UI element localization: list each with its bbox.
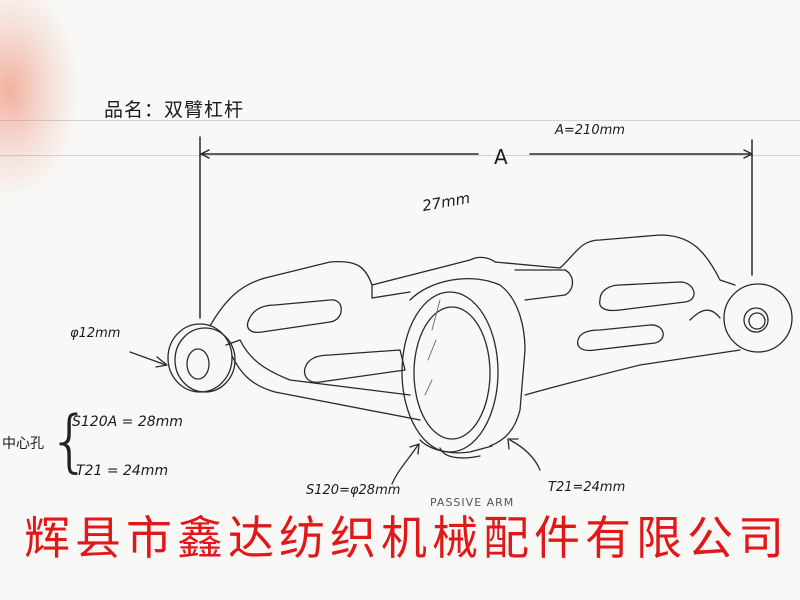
- s120-bore-note: S120=φ28mm: [306, 483, 401, 498]
- t21-bore-note: T21=24mm: [548, 480, 626, 495]
- right-arm: [494, 234, 741, 396]
- right-end-boss: [723, 283, 793, 353]
- left-arm: [209, 256, 496, 421]
- product-name-note: 品名：双臂杠杆: [104, 99, 245, 121]
- bore-spec-s120a: S120A = 28mm: [72, 414, 183, 430]
- dimension-line-A: [199, 136, 753, 319]
- ruled-line: [0, 120, 800, 121]
- end-hole-diameter: φ12mm: [70, 326, 121, 341]
- dimension-a-value: A=210mm: [555, 123, 625, 138]
- bore-spec-t21: T21 = 24mm: [76, 463, 169, 479]
- dimension-a-label: A: [494, 145, 508, 169]
- center-hub: [401, 278, 526, 459]
- brace-icon: {: [48, 402, 92, 481]
- center-bore-label: 中心孔: [2, 436, 44, 452]
- part-label-note: PASSIVE ARM: [430, 496, 515, 509]
- leader-arrows: [129, 351, 541, 485]
- ruled-line: [0, 155, 800, 156]
- left-end-boss: [167, 323, 236, 393]
- company-name-banner: 辉县市鑫达纺织机械配件有限公司: [24, 511, 789, 565]
